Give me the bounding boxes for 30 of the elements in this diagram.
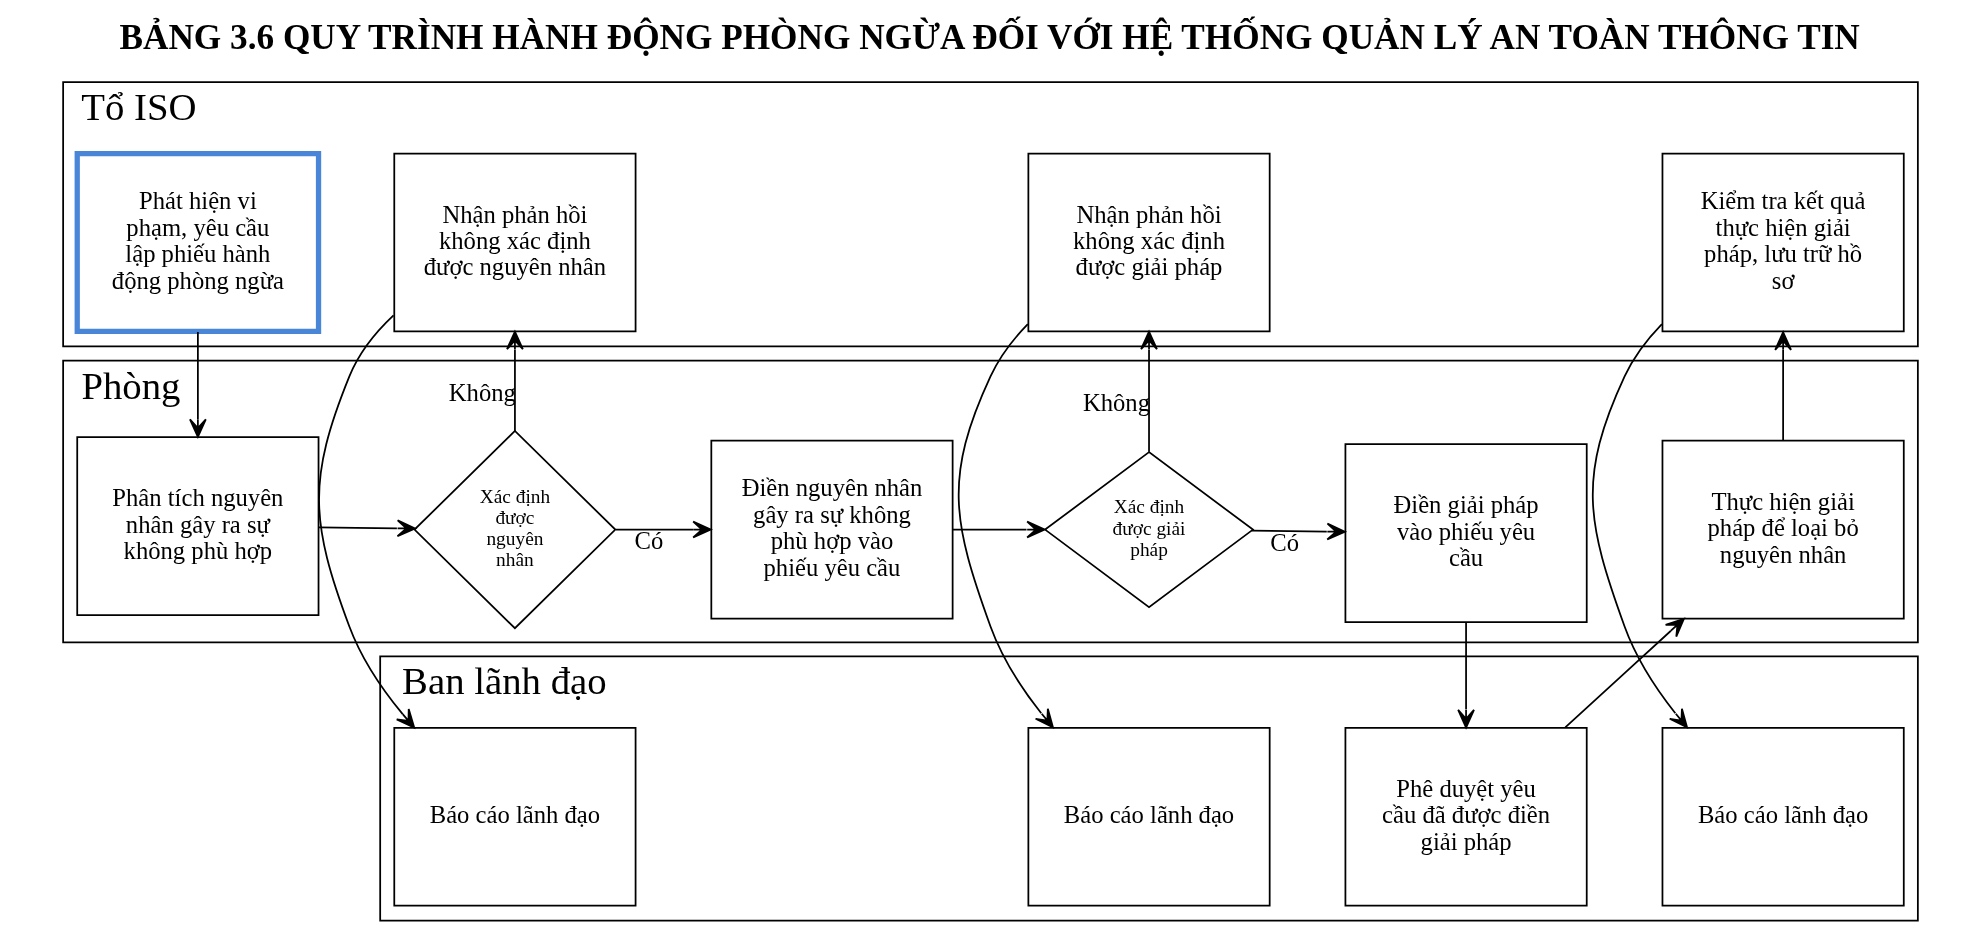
node-box: Phân tích nguyên nhân gây ra sự không phù hợp	[76, 436, 320, 616]
edge-label: Có	[634, 527, 664, 555]
node-box: Báo cáo lãnh đạo	[1027, 726, 1271, 907]
node-box: Điền nguyên nhân gây ra sự không phù hợp vào phiếu yêu cầu	[710, 439, 954, 620]
node-box: Báo cáo lãnh đạo	[393, 726, 637, 907]
arrow	[1774, 331, 1792, 442]
node-box: Kiểm tra kết quả thực hiện giải pháp, lưu trữ hồ sơ	[1661, 152, 1905, 333]
arrow	[1457, 621, 1475, 729]
diagram-title: BẢNG 3.6 QUY TRÌNH HÀNH ĐỘNG PHÒNG NGỪA ĐỐI VỚI HỆ THỐNG QUẢN LÝ AN TOÀN THÔNG TIN	[119, 17, 1860, 57]
arrow	[951, 520, 1046, 539]
node-box: Điền giải pháp vào phiếu yêu cầu	[1344, 443, 1588, 623]
arrow	[506, 330, 524, 432]
arrow	[1564, 617, 1685, 729]
arrow	[318, 314, 416, 729]
node-diamond: Xác định được giải pháp	[1043, 451, 1255, 609]
arrow	[189, 331, 207, 438]
node-box: Phát hiện vi phạm, yêu cầu lập phiếu hành động phòng ngừa	[74, 150, 322, 335]
node-box: Phê duyệt yêu cầu đã được điền giải pháp	[1344, 726, 1588, 907]
arrow	[317, 519, 417, 538]
arrow	[1140, 330, 1158, 453]
node-box: Nhận phản hồi không xác định được nguyên nhân	[393, 152, 637, 333]
node-box: Thực hiện giải pháp để loại bỏ nguyên nhân	[1661, 439, 1905, 620]
node-box: Báo cáo lãnh đạo	[1661, 726, 1905, 907]
arrow	[1250, 522, 1346, 541]
arrow	[1591, 323, 1688, 729]
arrow	[957, 323, 1054, 729]
edge-label: Có	[1270, 528, 1300, 556]
node-diamond: Xác định được nguyên nhân	[413, 429, 617, 630]
node-box: Nhận phản hồi không xác định được giải pháp	[1027, 152, 1271, 333]
arrow	[615, 520, 712, 539]
